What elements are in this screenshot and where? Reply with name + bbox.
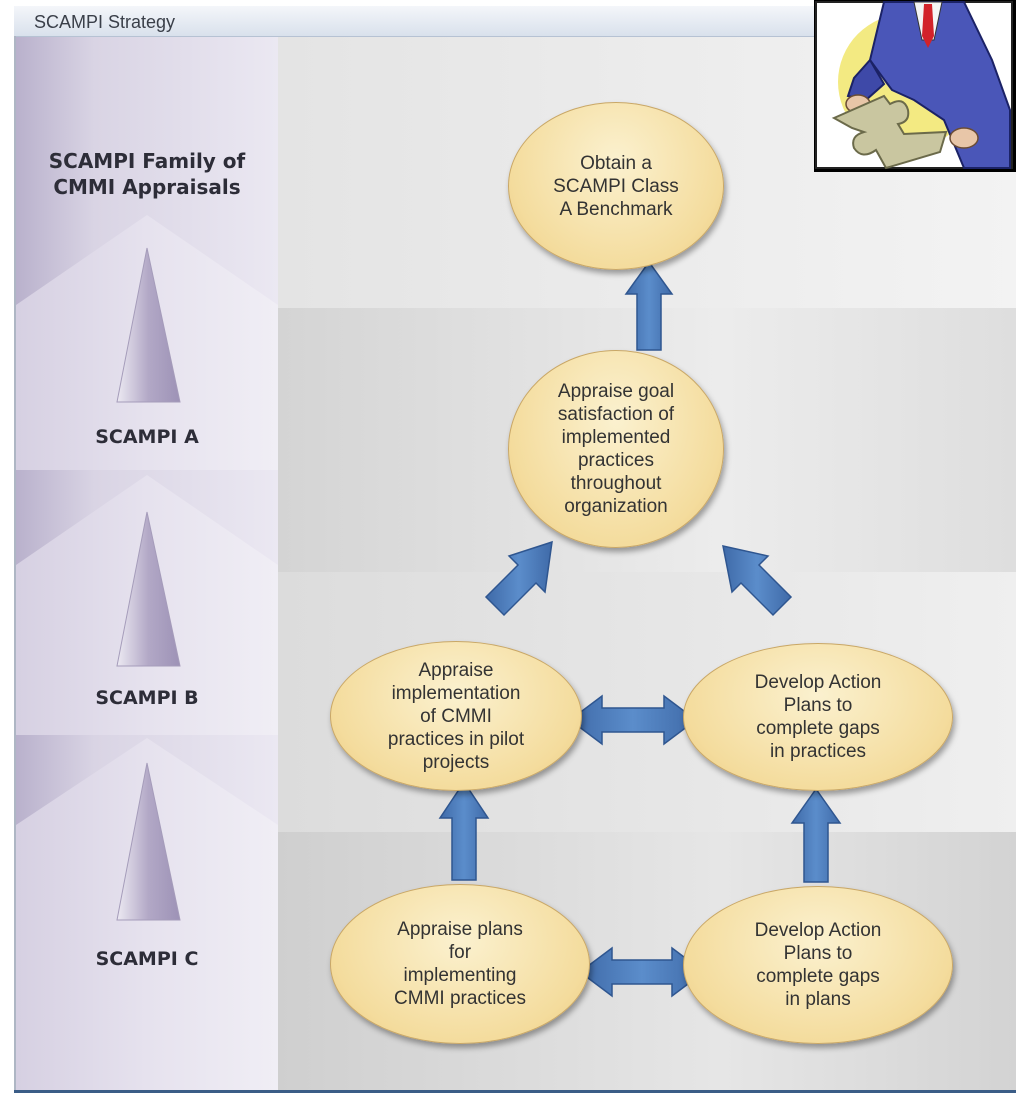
node-develop-practices: Develop Action Plans to complete gaps in…: [683, 643, 953, 791]
arrow-double-middle: [568, 694, 698, 746]
level-label-a: SCAMPI A: [95, 426, 199, 448]
level-label-b: SCAMPI B: [95, 687, 199, 709]
businessman-puzzle-image: [814, 0, 1016, 172]
node-benchmark: Obtain a SCAMPI Class A Benchmark: [508, 102, 724, 270]
node-appraise-goal-text: Appraise goal satisfaction of implemente…: [557, 381, 675, 517]
node-appraise-plans: Appraise plans for implementing CMMI pra…: [330, 884, 590, 1044]
family-label-line1: SCAMPI Family of: [48, 149, 246, 173]
family-label: SCAMPI Family of CMMI Appraisals: [16, 148, 278, 200]
arrow-diag-left: [484, 540, 553, 617]
node-appraise-implementation-text: Appraise implementation of CMMI practice…: [387, 659, 525, 773]
arrow-up-left-bottom: [438, 780, 490, 881]
left-edge-line: [14, 36, 16, 1090]
businessman-puzzle-icon: [815, 0, 1013, 170]
level-label-c: SCAMPI C: [95, 948, 199, 970]
node-appraise-goal: Appraise goal satisfaction of implemente…: [508, 350, 724, 548]
spike-c: [116, 762, 181, 921]
family-label-line2: CMMI Appraisals: [53, 175, 241, 199]
node-develop-practices-text: Develop Action Plans to complete gaps in…: [754, 672, 882, 762]
node-appraise-implementation: Appraise implementation of CMMI practice…: [330, 641, 582, 791]
node-develop-plans: Develop Action Plans to complete gaps in…: [683, 886, 953, 1044]
arrow-diag-right: [722, 545, 793, 617]
spike-b: [116, 511, 181, 667]
node-appraise-plans-text: Appraise plans for implementing CMMI pra…: [394, 919, 526, 1009]
arrow-up-to-benchmark: [624, 260, 674, 351]
arrow-up-right-bottom: [790, 787, 842, 883]
node-benchmark-text: Obtain a SCAMPI Class A Benchmark: [553, 152, 679, 220]
spike-a: [116, 247, 181, 403]
slide-title: SCAMPI Strategy: [34, 12, 176, 32]
node-develop-plans-text: Develop Action Plans to complete gaps in…: [754, 920, 882, 1010]
bottom-line: [14, 1090, 1016, 1093]
